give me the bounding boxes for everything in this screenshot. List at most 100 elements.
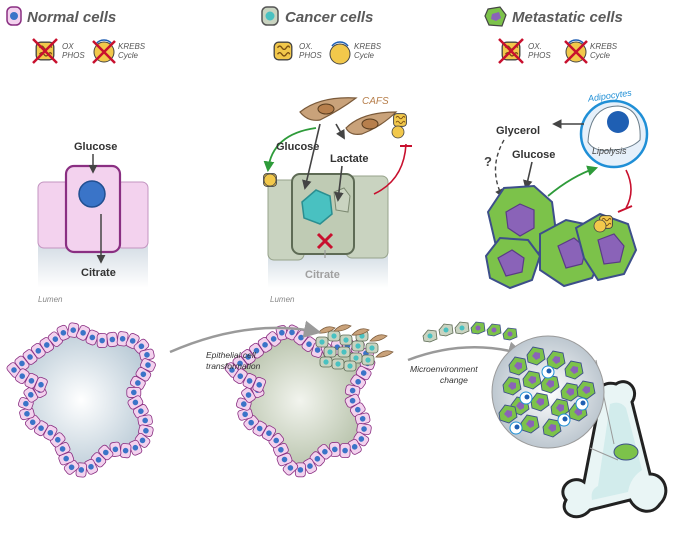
meta-glucose-label: Glucose (512, 149, 555, 161)
epithelial-cell (23, 386, 39, 403)
epithelial-cell (249, 342, 264, 359)
legend-normal-krebs-line1: KREBS (118, 42, 146, 51)
bone-metastatic-cell (522, 370, 542, 390)
migrating-cell (470, 321, 486, 335)
metastatic-nucleus (505, 203, 535, 237)
epithelial-cell (261, 425, 277, 442)
epithelial-cell (242, 373, 257, 389)
cancer-nucleus (301, 189, 333, 225)
cancer-cell (355, 330, 369, 342)
epithelial-cell (106, 331, 119, 348)
bone-metastatic-cell (502, 376, 522, 396)
bone-metastatic-cell (526, 346, 546, 366)
blocked-cross-icon (316, 232, 334, 250)
migrating-cell (502, 327, 518, 341)
caf-mito-icon (393, 113, 407, 127)
caf-cell (375, 350, 394, 358)
normal-glucose-label: Glucose (74, 141, 117, 153)
green-arrow (547, 165, 599, 197)
header-normal: Normal cells (6, 6, 116, 26)
zoom-line (589, 447, 619, 461)
bone-metastatic-cell (564, 360, 584, 380)
legend-meta-krebs-line2: Cycle (590, 51, 611, 60)
cancer-cell (331, 358, 345, 370)
panel-normal: Glucose Citrate Lumen (37, 141, 149, 304)
migrating-cell (438, 323, 454, 337)
transformation-arrow (169, 320, 322, 354)
cancer-cell (315, 336, 329, 348)
epithelial-cell (128, 439, 143, 456)
caf-cell (317, 326, 336, 334)
bone-metastatic-cell (498, 404, 518, 424)
green-arrow (263, 127, 317, 173)
cancer-cell (319, 356, 333, 368)
cancer-glucose-label: Glucose (276, 141, 319, 153)
epithelial-cell (67, 322, 80, 338)
epithelial-cell (241, 387, 256, 403)
epithelial-cell (14, 368, 30, 385)
caf-nucleus (361, 118, 379, 130)
epithelial-cell (137, 414, 153, 427)
bone-metastatic-cell (508, 356, 528, 376)
step1-line1: Epithelial cell (206, 350, 257, 360)
bone-metastatic-cell (576, 380, 596, 400)
legend-meta-krebs-line1: KREBS (590, 42, 618, 51)
metastatic-nucleus (497, 249, 525, 277)
epithelial-cell (58, 451, 75, 466)
cross-icon (32, 38, 58, 64)
cancer-cell (323, 346, 337, 358)
epithelial-cell (302, 458, 318, 474)
cancer-cell (351, 340, 365, 352)
bone-metastatic-cell (546, 350, 566, 370)
epithelial-cell (19, 407, 35, 421)
adipocyte-nucleus (607, 111, 629, 133)
caf-nucleus (317, 103, 335, 115)
lipolysis-label: Lipolysis (592, 146, 627, 156)
normal-cell-main (64, 164, 122, 254)
cancer-cell (343, 360, 357, 372)
epithelial-cell (76, 324, 91, 341)
epithelial-cell (339, 443, 351, 459)
question-mark: ? (484, 154, 492, 169)
bone-metastatic-cell (542, 418, 562, 438)
krebs-cycle-icon (391, 125, 405, 139)
caf-arrow (335, 123, 345, 140)
legend-cancer-ox-line1: OX. (299, 42, 313, 51)
adipocyte-small (541, 365, 555, 379)
epithelial-cell (273, 442, 289, 457)
epithelial-cell (349, 402, 366, 417)
inhibition-bar (617, 205, 633, 213)
cancer-cell (337, 346, 351, 358)
adipocyte-small (509, 421, 523, 435)
bone-metastasis (491, 335, 668, 519)
adipocyte-small (557, 413, 571, 427)
cross-icon (564, 40, 588, 64)
cancer-lactate-label: Lactate (330, 153, 369, 165)
legend-normal-krebs-line2: Cycle (118, 51, 139, 60)
inhibition-line (373, 143, 407, 195)
epithelial-cell (233, 368, 248, 385)
normal-citrate-label: Citrate (81, 267, 116, 279)
normal-lumen-label: Lumen (38, 295, 63, 304)
epithelial-cell (344, 384, 361, 397)
oxphos-icon (273, 41, 293, 61)
migrating-cell (454, 321, 470, 335)
cancer-cell (361, 354, 375, 366)
bone-metastatic-cell (540, 374, 560, 394)
epithelial-cell (127, 395, 144, 410)
glycerol-label: Glycerol (496, 125, 540, 137)
inhibition-line (625, 169, 632, 209)
header-cancer: Cancer cells (261, 6, 373, 26)
caf-cell (369, 334, 388, 342)
epithelial-cell (347, 438, 362, 455)
nucleus (78, 180, 106, 208)
panel-metastatic: Adipocytes Lipolysis Glycerol Glucose ? (484, 88, 649, 290)
metastatic-nucleus (597, 233, 625, 265)
bone-metastatic-cell (560, 382, 580, 402)
cross-icon (92, 40, 116, 64)
cancer-citrate-label: Citrate (305, 269, 340, 281)
cancer-lumen-label: Lumen (270, 295, 295, 304)
epithelial-cell (139, 348, 155, 362)
cancer-mass (315, 324, 394, 372)
